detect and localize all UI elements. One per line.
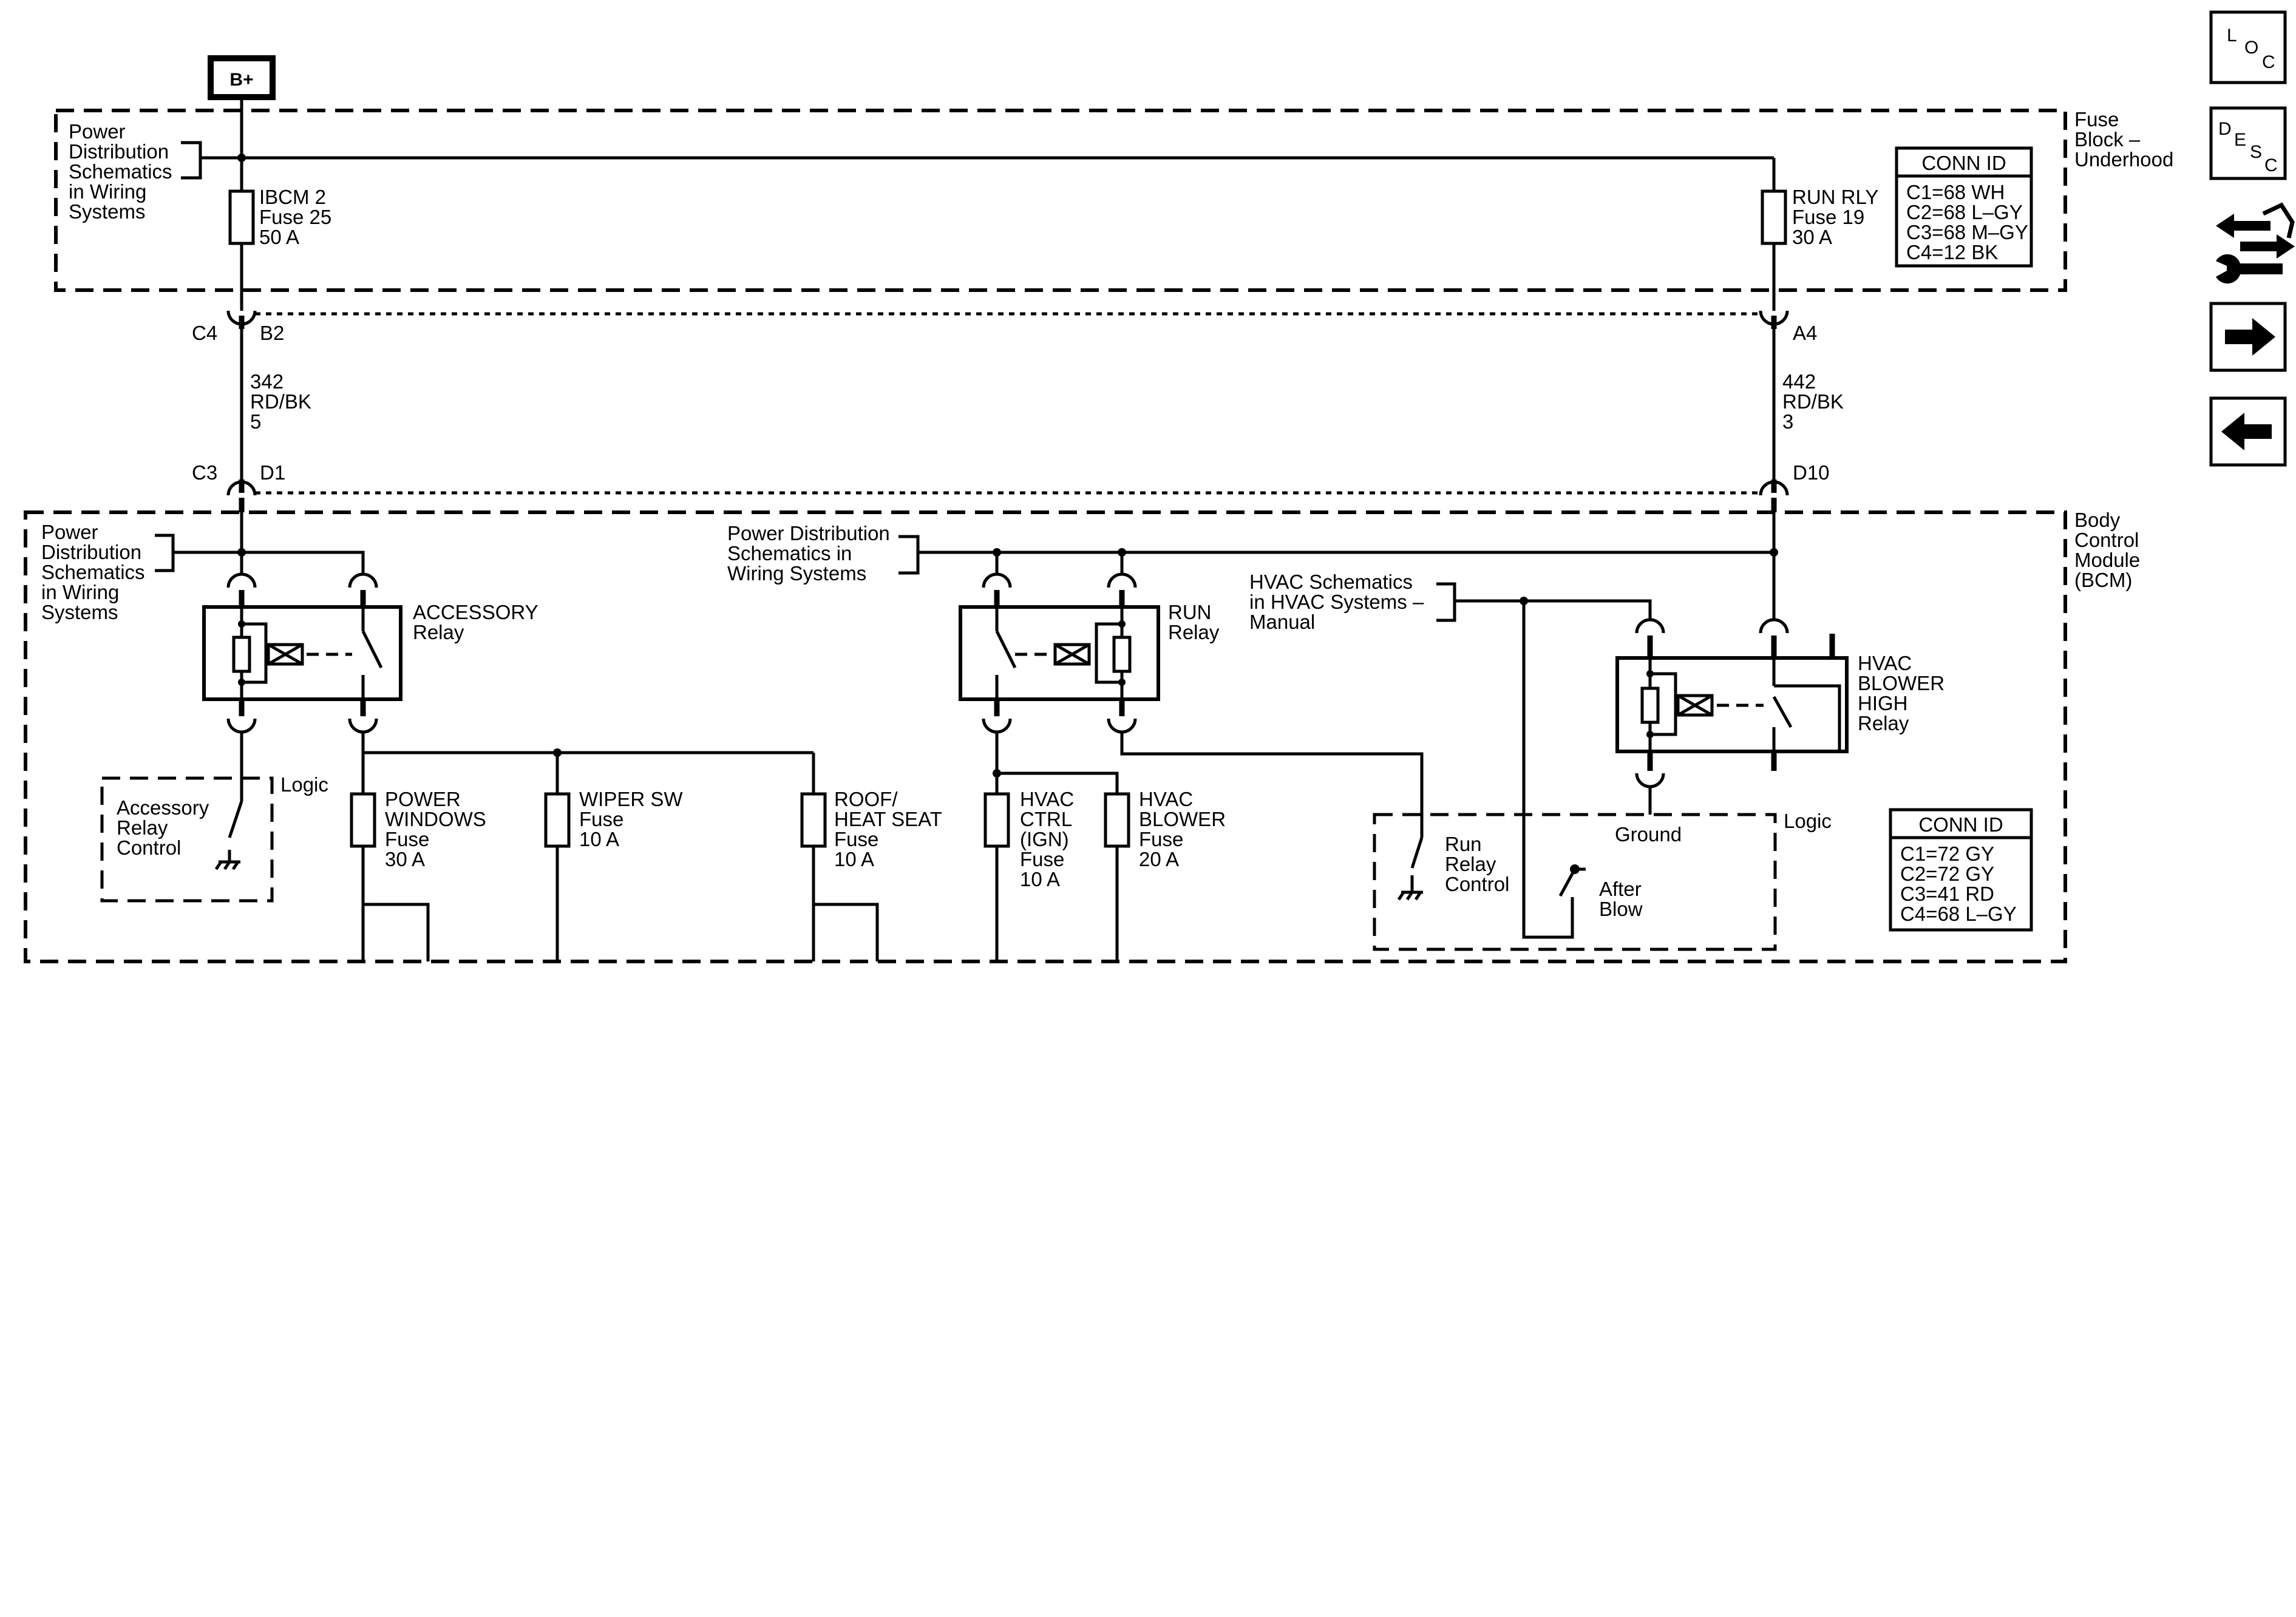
svg-text:CONN ID: CONN ID (1918, 813, 2003, 836)
svg-text:L: L (2227, 25, 2237, 46)
tools-connector-icon[interactable] (2216, 202, 2295, 284)
svg-text:Ground: Ground (1615, 823, 1682, 846)
fuse-hvac-ctrl (983, 792, 1010, 848)
arrow-right-icon (2225, 318, 2275, 356)
arrow-left-icon (2221, 413, 2272, 450)
connector-d10: D10 (1793, 461, 1830, 484)
connector-c4: C4 (192, 322, 217, 344)
fuse-run-rly (1761, 189, 1787, 245)
svg-text:O: O (2244, 38, 2258, 58)
svg-text:CONN ID: CONN ID (1921, 152, 2006, 174)
battery-label: B+ (229, 70, 253, 90)
fuse-wiper-sw (544, 792, 571, 848)
connector-a4: A4 (1793, 322, 1817, 344)
loc-button[interactable]: L O C (2209, 10, 2287, 84)
connector-d1: D1 (260, 461, 285, 484)
svg-text:S: S (2250, 142, 2262, 162)
connector-c3: C3 (192, 461, 217, 484)
svg-text:D: D (2218, 119, 2232, 139)
svg-text:C: C (2264, 155, 2278, 175)
forward-button[interactable] (2209, 302, 2287, 372)
battery-supply: B+ (208, 55, 276, 110)
connector-b2: B2 (260, 322, 284, 344)
back-button[interactable] (2209, 396, 2287, 467)
svg-text:E: E (2234, 130, 2246, 150)
svg-text:Logic: Logic (280, 773, 328, 796)
fuse-roof-heat-seat (800, 792, 827, 848)
svg-text:Logic: Logic (1784, 810, 1832, 832)
fuse-hvac-blower (1104, 792, 1130, 848)
fuse-power-windows (350, 792, 376, 848)
svg-text:C: C (2262, 52, 2275, 72)
desc-button[interactable]: D E S C (2209, 106, 2287, 180)
fuse-ibcm (228, 189, 255, 245)
